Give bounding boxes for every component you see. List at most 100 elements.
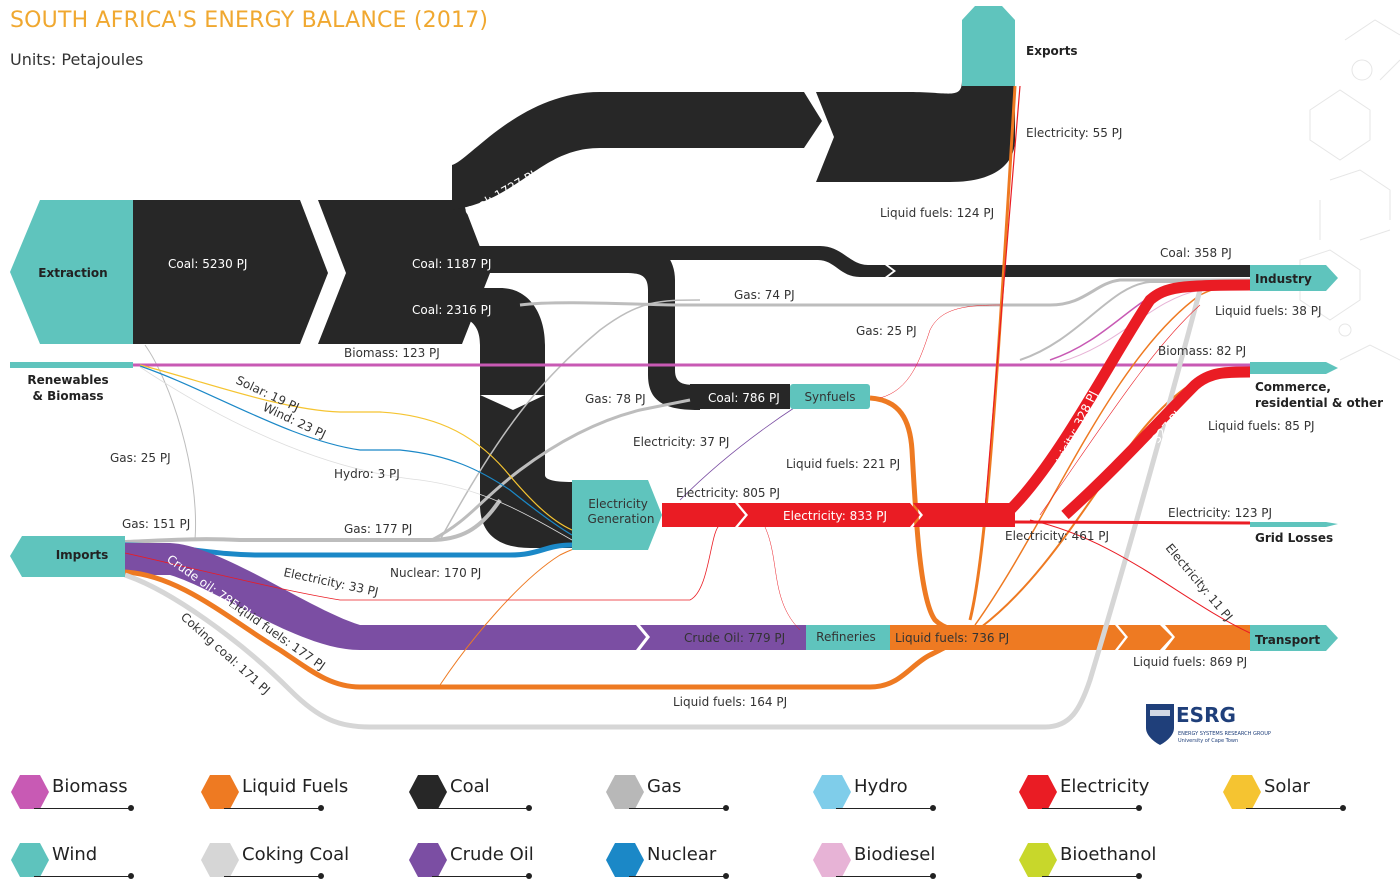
hydro-3-flow bbox=[139, 366, 573, 541]
legend-item-hydro: Hydro bbox=[812, 772, 992, 812]
exports-label: Exports bbox=[1026, 44, 1078, 58]
electricity-generation-node bbox=[572, 480, 662, 550]
esrg-logo: ESRG ENERGY SYSTEMS RESEARCH GROUP Unive… bbox=[1146, 703, 1271, 745]
legend-item-crude-oil: Crude Oil bbox=[408, 840, 588, 880]
legend-swatch-hexagon-icon bbox=[409, 775, 447, 809]
coal-2316-flow bbox=[400, 288, 545, 395]
legend-dot bbox=[318, 873, 324, 879]
electricity-generation-label-line1: Electricity bbox=[588, 497, 648, 511]
legend-swatch-hexagon-icon bbox=[1019, 775, 1057, 809]
legend-dot bbox=[318, 805, 324, 811]
legend-underline bbox=[836, 876, 932, 877]
legend-swatch-hexagon-icon bbox=[11, 843, 49, 877]
gas-25-to-synfuel bbox=[879, 304, 1001, 399]
electricity-37-label: Electricity: 37 PJ bbox=[633, 435, 729, 449]
gas-151-label: Gas: 151 PJ bbox=[122, 517, 190, 531]
liquid-869-label: Liquid fuels: 869 PJ bbox=[1133, 655, 1247, 669]
legend-label: Gas bbox=[647, 776, 682, 797]
transport-label: Transport bbox=[1255, 633, 1320, 647]
imports-node bbox=[10, 536, 125, 577]
liquid-38-label: Liquid fuels: 38 PJ bbox=[1215, 304, 1322, 318]
legend-dot bbox=[930, 873, 936, 879]
liquid-736-label: Liquid fuels: 736 PJ bbox=[895, 631, 1009, 645]
legend-underline bbox=[34, 808, 130, 809]
crude-779-flow bbox=[640, 625, 806, 650]
legend-item-electricity: Electricity bbox=[1018, 772, 1198, 812]
gas-25b-flow bbox=[439, 299, 701, 541]
electricity-generation-label-line2: Generation bbox=[588, 512, 655, 526]
coal-786-flow bbox=[690, 384, 790, 409]
legend-underline bbox=[836, 808, 932, 809]
nodes bbox=[10, 6, 1338, 651]
legend-underline bbox=[1042, 808, 1138, 809]
liquid-38-flow bbox=[974, 283, 1251, 626]
liquid-177-flow bbox=[124, 569, 969, 690]
legend-underline bbox=[224, 876, 320, 877]
commerce-label-line2: residential & other bbox=[1255, 396, 1383, 410]
liquid-124-flow bbox=[968, 85, 1017, 621]
gas-74-flow bbox=[519, 278, 1250, 307]
gas-industry-flow bbox=[1019, 281, 1250, 361]
hydro-3-label: Hydro: 3 PJ bbox=[334, 467, 400, 481]
electricity-55-flow bbox=[984, 85, 1021, 511]
transport-node bbox=[1250, 625, 1338, 651]
esrg-logo-line2: University of Cape Town bbox=[1178, 738, 1238, 744]
legend-label: Hydro bbox=[854, 776, 908, 797]
gas-78-label: Gas: 78 PJ bbox=[585, 392, 646, 406]
crude-779-label: Crude Oil: 779 PJ bbox=[684, 631, 785, 645]
liquid-85-label: Liquid fuels: 85 PJ bbox=[1208, 419, 1315, 433]
coal-358-label: Coal: 358 PJ bbox=[1160, 246, 1232, 260]
legend-label: Solar bbox=[1264, 776, 1310, 797]
legend-item-solar: Solar bbox=[1222, 772, 1400, 812]
electricity-33-label: Electricity: 33 PJ bbox=[282, 565, 379, 599]
legend-swatch-hexagon-icon bbox=[409, 843, 447, 877]
wind-23-flow bbox=[139, 365, 573, 536]
coking-171-flow bbox=[124, 289, 1203, 730]
crude-785-flow bbox=[125, 543, 646, 650]
legend-label: Biodiesel bbox=[854, 844, 936, 865]
legend-item-biomass: Biomass bbox=[10, 772, 190, 812]
legend-underline bbox=[34, 876, 130, 877]
legend-underline bbox=[629, 808, 725, 809]
legend-underline bbox=[432, 808, 528, 809]
legend-dot bbox=[128, 805, 134, 811]
liquid-736-flow bbox=[890, 625, 1125, 650]
gas-74-label: Gas: 74 PJ bbox=[734, 288, 795, 302]
renewable-flows bbox=[139, 364, 573, 541]
liquid-164-label: Liquid fuels: 164 PJ bbox=[673, 695, 787, 709]
electricity-327-flow bbox=[1061, 366, 1251, 520]
legend-label: Bioethanol bbox=[1060, 844, 1157, 865]
electricity-main-flow bbox=[913, 503, 1015, 527]
coal-5230-flow bbox=[133, 200, 328, 344]
legend-dot bbox=[930, 805, 936, 811]
legend-dot bbox=[526, 873, 532, 879]
gas-flows bbox=[124, 278, 1250, 544]
legend-item-wind: Wind bbox=[10, 840, 190, 880]
legend-label: Electricity bbox=[1060, 776, 1150, 797]
crude-oil-flows bbox=[125, 543, 806, 650]
biomass-82-label: Biomass: 82 PJ bbox=[1158, 344, 1246, 358]
coal-flows bbox=[133, 80, 1250, 548]
legend-label: Coking Coal bbox=[242, 844, 350, 865]
legend-swatch-hexagon-icon bbox=[201, 775, 239, 809]
exports-node bbox=[962, 6, 1015, 86]
legend-swatch-hexagon-icon bbox=[1019, 843, 1057, 877]
legend-item-gas: Gas bbox=[605, 772, 785, 812]
electricity-flows bbox=[124, 85, 1251, 634]
legend-item-coking-coal: Coking Coal bbox=[200, 840, 380, 880]
industry-node bbox=[1250, 265, 1338, 291]
solar-19-flow bbox=[139, 364, 573, 531]
coal-exports-segment bbox=[816, 80, 1015, 182]
legend-label: Liquid Fuels bbox=[242, 776, 349, 797]
gas-25b-label: Gas: 25 PJ bbox=[856, 324, 917, 338]
legend-label: Nuclear bbox=[647, 844, 717, 865]
legend-item-bioethanol: Bioethanol bbox=[1018, 840, 1198, 880]
legend-swatch-hexagon-icon bbox=[11, 775, 49, 809]
legend-swatch-hexagon-icon bbox=[606, 775, 644, 809]
units-subtitle: Units: Petajoules bbox=[10, 50, 144, 69]
imports-label: Imports bbox=[56, 548, 109, 562]
legend-item-biodiesel: Biodiesel bbox=[812, 840, 992, 880]
synfuels-node bbox=[790, 384, 870, 409]
gas-78-flow bbox=[431, 398, 691, 542]
